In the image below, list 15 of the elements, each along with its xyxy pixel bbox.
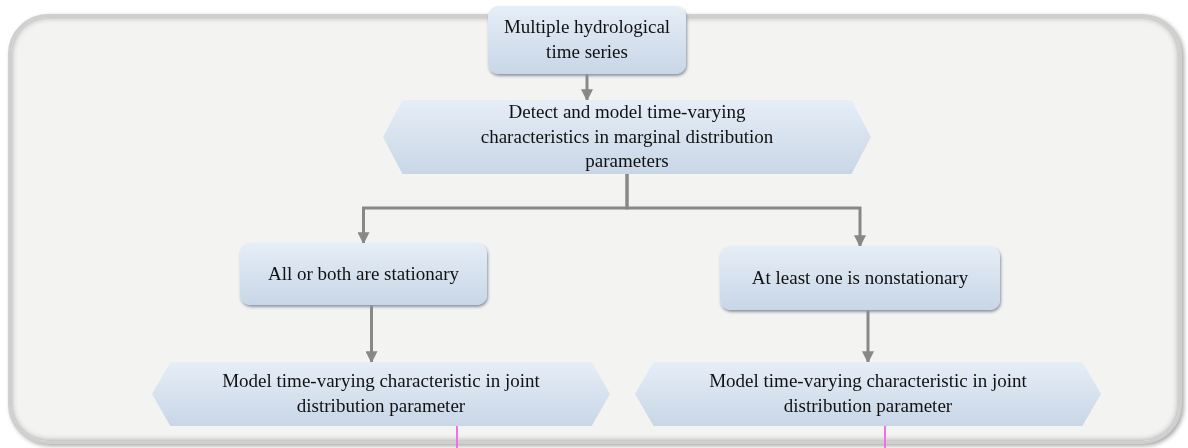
node-text: Model time-varying characteristic in joint distribution parameter — [222, 369, 540, 418]
node-text: Multiple hydrological time series — [502, 15, 672, 64]
process-box — [488, 6, 686, 74]
node-text: Detect and model time-varying characteristics in marginal distribution parameters — [479, 99, 775, 174]
node-text: All or both are stationary — [268, 261, 459, 286]
process-box — [240, 243, 487, 305]
arrow — [365, 305, 378, 364]
node-text: Model time-varying characteristic in joint distribution parameter — [708, 369, 1028, 418]
process-box — [720, 246, 1000, 310]
arrow — [862, 310, 874, 364]
node-text: At least one is nonstationary — [751, 265, 969, 290]
arrow — [625, 174, 866, 248]
line — [456, 425, 458, 448]
arrow — [581, 74, 593, 102]
line — [884, 425, 886, 448]
